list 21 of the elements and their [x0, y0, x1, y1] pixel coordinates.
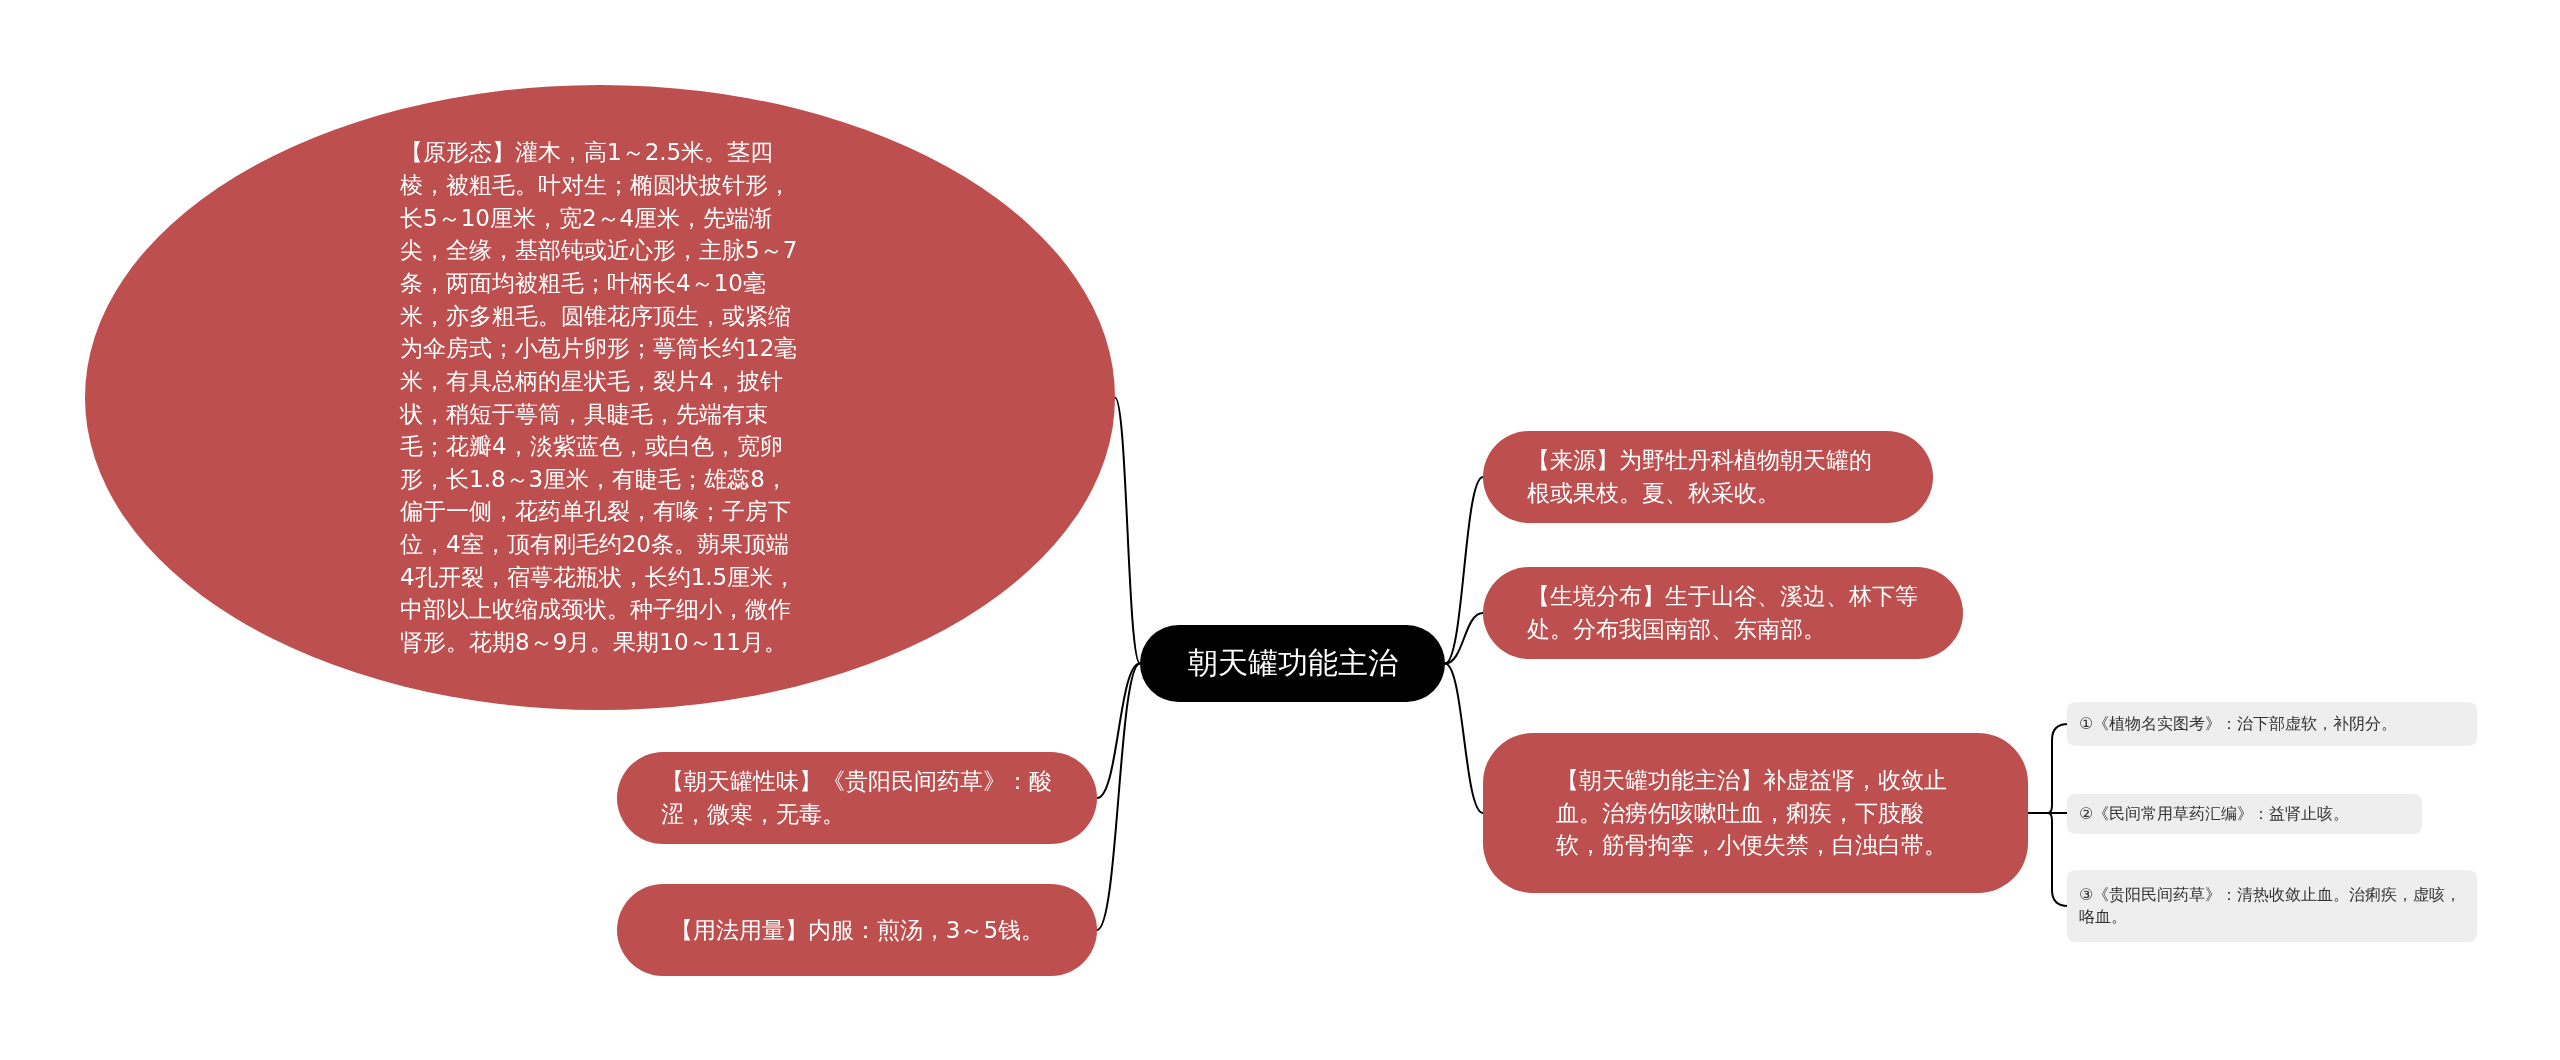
subtopic-box: [2067, 702, 2477, 746]
connector-line: [1096, 662, 1141, 799]
topic-pill: [1483, 733, 2028, 893]
connector-line: [2027, 812, 2069, 907]
topic-text: 【来源】为野牡丹科植物朝天罐的根或果枝。夏、秋采收。: [1527, 446, 1873, 508]
connector-line: [1444, 662, 1484, 814]
connector-line: [1444, 476, 1484, 665]
topic-text: ①《植物名实图考》：治下部虚软，补阴分。: [2079, 712, 2398, 735]
topic-text: ③《贵阳民间药草》：清热收敛止血。治痢疾，虚咳，咯血。: [2079, 883, 2463, 928]
topic-text: 朝天罐功能主治: [1187, 644, 1398, 683]
topic-text: 【朝天罐功能主治】补虚益肾，收敛止血。治痨伤咳嗽吐血，痢疾，下肢酸软，筋骨拘挛，小便失禁，白浊白带。: [1555, 766, 1948, 861]
topic-text: 【生境分布】生于山谷、溪边、林下等处。分布我国南部、东南部。: [1527, 582, 1919, 644]
topic-text: 【用法用量】内服：煎汤，3～5钱。: [669, 915, 1045, 945]
connector-line: [1096, 662, 1141, 931]
topic-text: 【原形态】灌木，高1～2.5米。茎四棱，被粗毛。叶对生；椭圆状披针形，长5～10厘米，宽2～4厘米，先端渐尖，全缘，基部钝或近心形，主脉5～7条，两面均被粗毛；叶柄长4～10毫米，亦多粗毛。圆锥花序顶生，或紧缩为伞房式；小苞片卵形；萼筒长约12毫米，有具总柄的星状毛，裂片4，披针状，稍短于萼筒，具睫毛，先端有束毛；花瓣4，淡紫蓝色，或白色，宽卵形，长1.8～3厘米，有睫毛；雄蕊8，偏于一侧，花药单孔裂，有喙；子房下位，4室，顶有刚毛约20条。蒴果顶端4孔开裂，宿萼花瓶状，长约1.5厘米，中部以上收缩成颈状。种子细小，微作肾形。花期8～9月。果期10～11月。: [400, 138, 799, 658]
topic-text: ②《民间常用草药汇编》：益肾止咳。: [2079, 802, 2350, 825]
subtopic-box: [2067, 870, 2477, 942]
subtopic-box: [2067, 794, 2422, 834]
topic-text: 【朝天罐性味】《贵阳民间药草》：酸涩，微寒，无毒。: [661, 767, 1053, 829]
connector-line: [1114, 396, 1141, 665]
connector-line: [1444, 612, 1484, 665]
